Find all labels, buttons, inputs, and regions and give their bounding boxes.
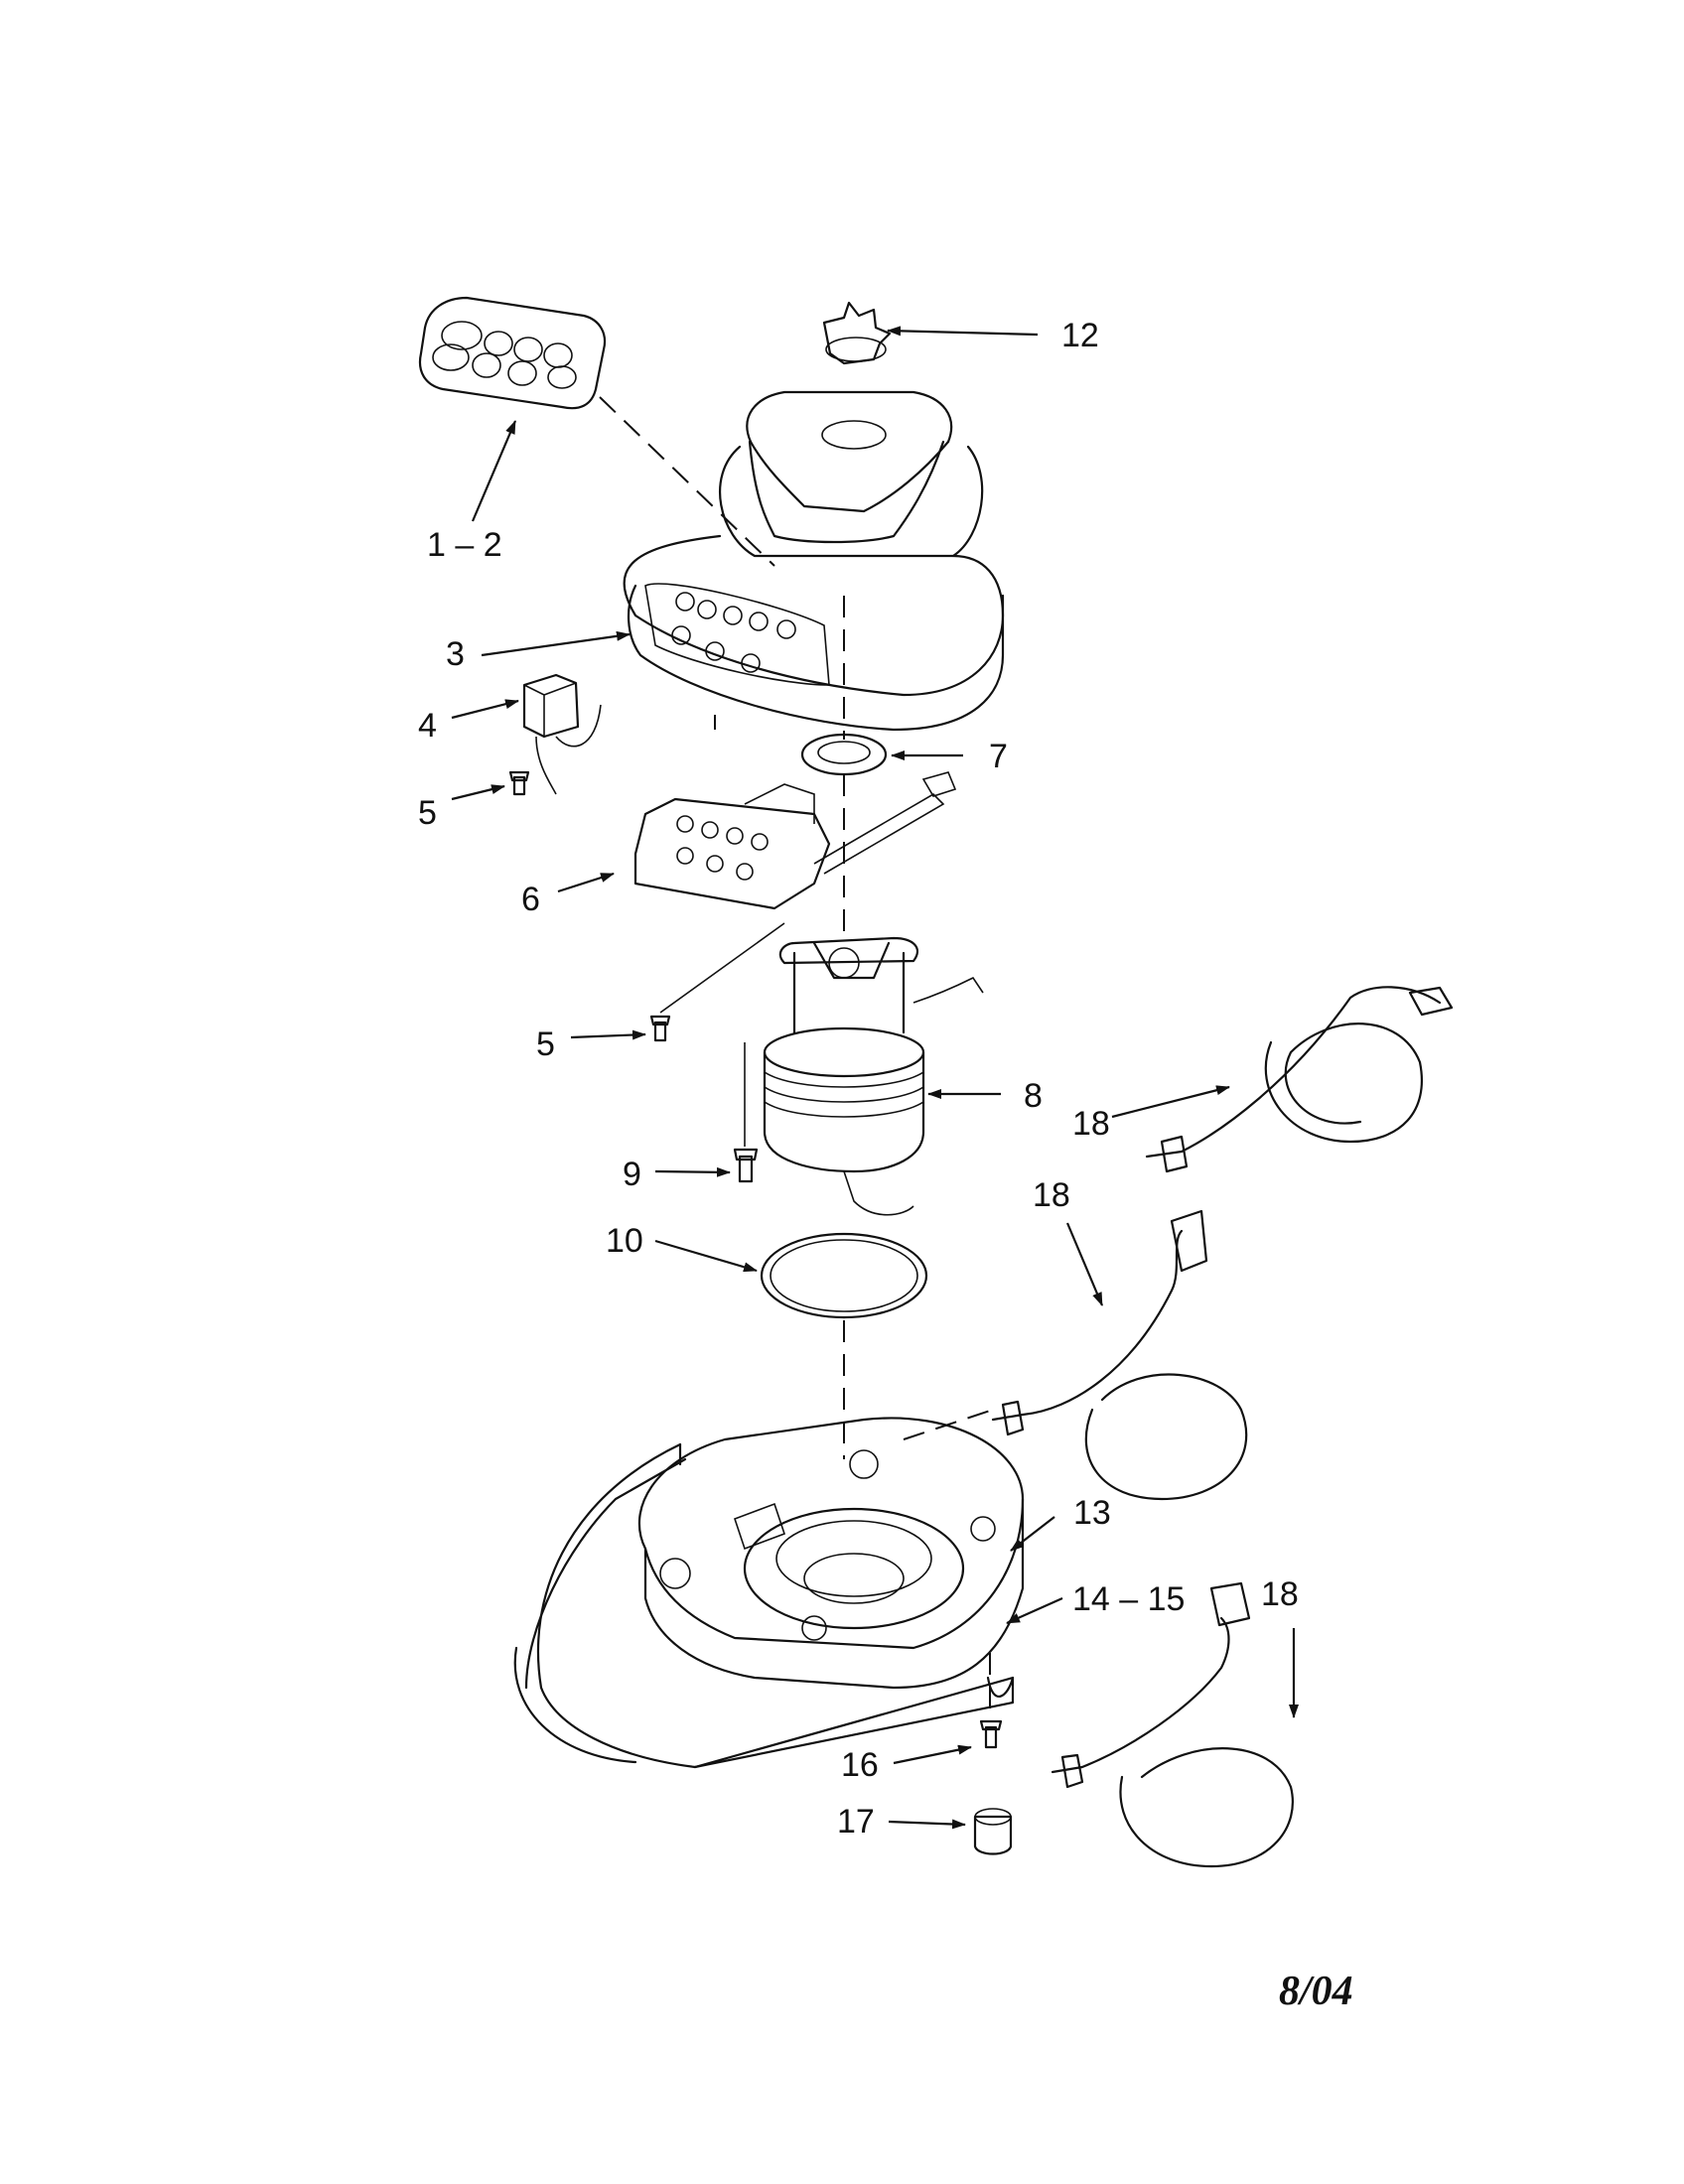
leader-12 [887,326,1039,337]
callout-5-mid: 5 [536,1025,555,1063]
callout-5-top: 5 [418,794,437,832]
leader-18b [1065,1222,1104,1306]
callout-17: 17 [837,1803,875,1841]
screw-5-top-part [508,770,530,796]
switch-board-part [633,771,957,910]
leader-17 [888,1819,966,1830]
leader-3 [481,630,631,657]
align-line-cord [903,1409,994,1440]
callout-18-middle: 18 [1033,1176,1070,1214]
leader-14-15 [1006,1596,1063,1625]
callout-1-2: 1 – 2 [427,526,502,564]
callout-13: 13 [1073,1494,1111,1532]
callout-14-15: 14 – 15 [1072,1580,1185,1618]
o-ring-part [760,1232,928,1319]
drive-coupler-part [822,301,892,365]
power-cord-a-part [1145,986,1454,1173]
callout-4: 4 [418,707,437,745]
leader-16 [893,1744,972,1765]
motor-base-part [637,1417,1025,1690]
callout-6: 6 [521,881,540,918]
leader-10 [654,1239,758,1273]
power-cord-c-part [1051,1581,1294,1868]
callout-7: 7 [989,738,1008,775]
callout-12: 12 [1061,317,1099,354]
callout-3: 3 [446,635,465,673]
motor-part [763,936,984,1216]
screw-5-leader-line [659,922,785,1014]
leader-6 [557,872,615,893]
control-module-part [522,673,602,795]
screw-16-part [979,1719,1003,1749]
leader-5a [451,784,505,801]
callout-8: 8 [1024,1077,1043,1115]
leader-1-2 [471,420,517,522]
base-housing-part [623,390,1005,732]
screw-5-mid-part [649,1015,671,1042]
callout-16: 16 [841,1746,879,1784]
button-overlay-part [418,296,607,410]
callout-10: 10 [606,1222,643,1260]
motor-gasket-part [800,733,888,776]
callout-18-bottom: 18 [1261,1575,1299,1613]
leader-5b [570,1029,646,1040]
power-cord-b-part [991,1209,1248,1501]
leader-4 [451,699,519,720]
screw-9-part [733,1148,759,1183]
foot-part [973,1808,1013,1855]
base-trim-part [513,1442,1015,1769]
callout-9: 9 [623,1156,641,1193]
callout-18-top: 18 [1072,1105,1110,1143]
leader-18a [1111,1085,1230,1119]
leader-9 [654,1166,731,1177]
leader-13 [1010,1516,1055,1552]
align-line-overlay [599,396,775,567]
revision-date: 8/04 [1279,1969,1353,2014]
